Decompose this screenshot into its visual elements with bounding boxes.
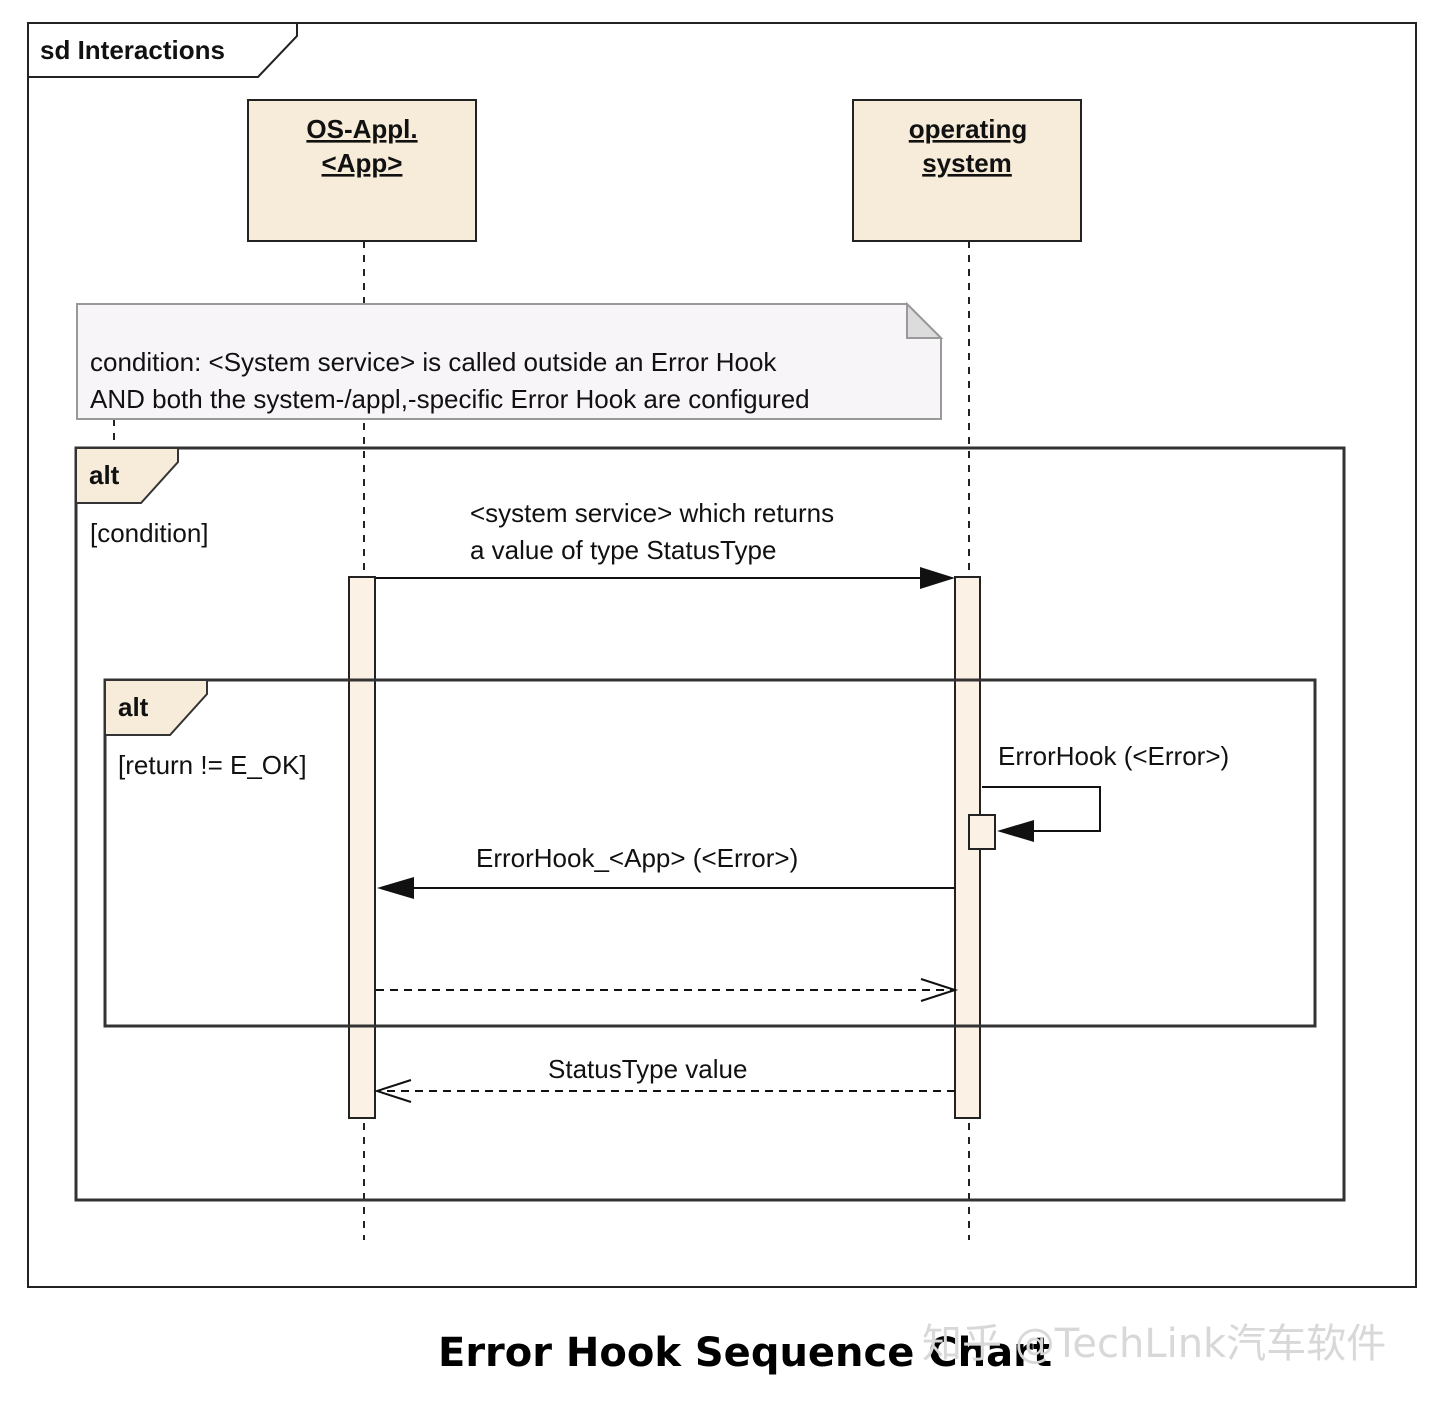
watermark: 知乎 @TechLink汽车软件 [922,1321,1386,1367]
message-apphook-label: ErrorHook_<App> (<Error>) [476,843,798,873]
inner-alt-fragment [103,678,1317,1028]
outer-alt-fragment [74,446,1346,1202]
message-call-arrowhead [920,567,955,589]
message-self-label: ErrorHook (<Error>) [998,741,1229,771]
message-apphook-return-arrowhead [920,978,959,1002]
figure-caption: Error Hook Sequence Chart [438,1330,1052,1376]
note-line-2: AND both the system-/appl,-specific Erro… [90,384,810,414]
lifeline-app-name: OS-Appl. [306,114,417,144]
message-call-label-1: <system service> which returns [470,498,834,528]
message-self-arrowhead [997,820,1034,842]
lifeline-app-type: <App> [322,148,403,178]
outer-alt-operator: alt [89,460,120,490]
message-apphook-arrowhead [377,877,414,899]
inner-alt-operator: alt [118,692,149,722]
lifeline-os-name-line2: system [922,148,1012,178]
message-self-path [982,786,1101,832]
inner-alt-tab [104,679,208,736]
inner-alt-guard: [return != E_OK] [118,750,307,780]
activation-os-errorhook [968,814,996,850]
message-call-label-2: a value of type StatusType [470,535,776,565]
note-line-1: condition: <System service> is called ou… [90,347,777,377]
lifeline-os: operating system [852,99,1082,242]
message-return-arrowhead [373,1079,412,1103]
condition-note: condition: <System service> is called ou… [76,301,944,420]
frame-title: sd Interactions [40,35,225,65]
lifeline-app: OS-Appl. <App> [247,99,477,242]
lifeline-os-name-line1: operating [909,114,1027,144]
outer-alt-guard: [condition] [90,518,209,548]
outer-alt-tab [75,447,179,504]
message-return-label: StatusType value [548,1054,747,1084]
activation-app [348,576,376,1119]
interaction-frame [27,22,1417,1288]
interaction-frame-tab [27,22,298,78]
